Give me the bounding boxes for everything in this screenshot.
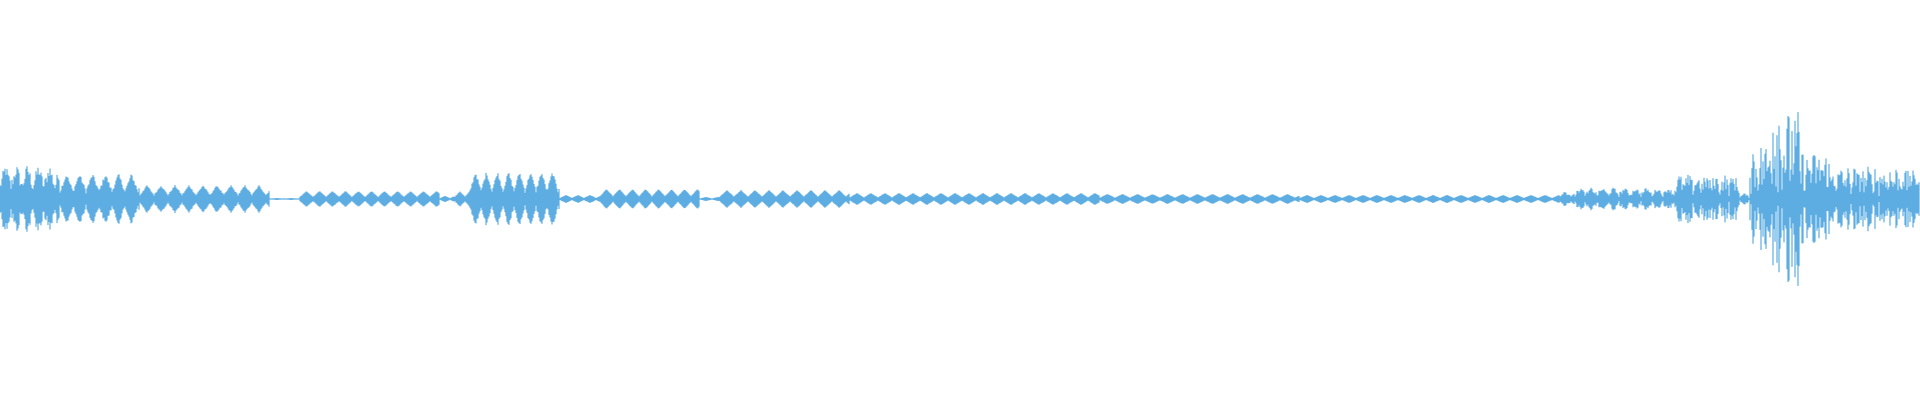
waveform-bars	[0, 112, 1920, 286]
waveform-path	[0, 112, 1920, 286]
